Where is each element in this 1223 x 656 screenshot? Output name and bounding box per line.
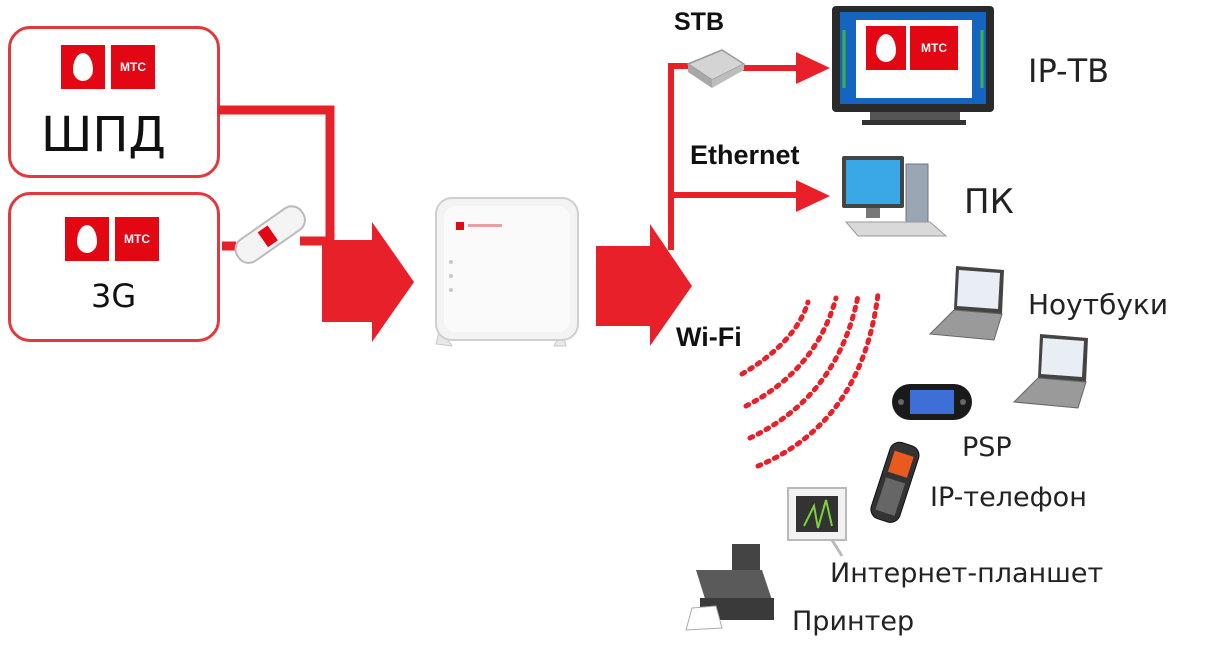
broadband-source-box: МТС ШПД: [8, 26, 220, 178]
ip-phone-label: IP-телефон: [930, 482, 1087, 513]
mobile-source-box: МТС 3G: [8, 192, 220, 342]
output-lines: [668, 63, 800, 250]
stb-label: STB: [674, 8, 724, 36]
mts-logo-text: МТС: [115, 217, 159, 261]
mts-egg-icon: [65, 217, 109, 261]
psp-label: PSP: [962, 432, 1012, 463]
printer-label: Принтер: [792, 606, 915, 637]
tv-mts-logo: МТС: [866, 26, 958, 70]
pc-label: ПК: [964, 182, 1014, 222]
wifi-label: Wi-Fi: [676, 322, 742, 352]
mts-logo: МТС: [61, 45, 155, 89]
stb-arrow-head: [796, 52, 830, 84]
iptv-label: IP-ТВ: [1028, 52, 1110, 90]
router-icon: [435, 197, 579, 347]
stb-icon: [686, 49, 746, 88]
mts-logo-text: МТС: [111, 45, 155, 89]
ip-phone-icon: [870, 441, 920, 523]
ethernet-arrow-head: [796, 180, 830, 212]
input-arrow: [322, 222, 414, 342]
ethernet-label: Ethernet: [690, 140, 800, 170]
usb-modem-icon: [234, 205, 306, 264]
mts-egg-icon: [866, 26, 906, 70]
tablet-label: Интернет-планшет: [830, 558, 1104, 589]
broadband-label: ШПД: [41, 107, 166, 163]
printer-icon: [685, 544, 774, 631]
laptops-label: Ноутбуки: [1028, 288, 1169, 321]
laptop-icon: [928, 266, 1004, 341]
mts-egg-icon: [61, 45, 105, 89]
laptop-icon: [1012, 334, 1088, 409]
pc-icon: [842, 156, 948, 237]
mobile-label: 3G: [91, 277, 137, 315]
output-arrow: [596, 224, 692, 346]
wifi-waves-icon: [739, 291, 881, 469]
mts-logo: МТС: [65, 217, 159, 261]
mts-logo-text: МТС: [910, 26, 958, 70]
tablet-icon: [787, 487, 847, 557]
psp-icon: [892, 384, 972, 420]
